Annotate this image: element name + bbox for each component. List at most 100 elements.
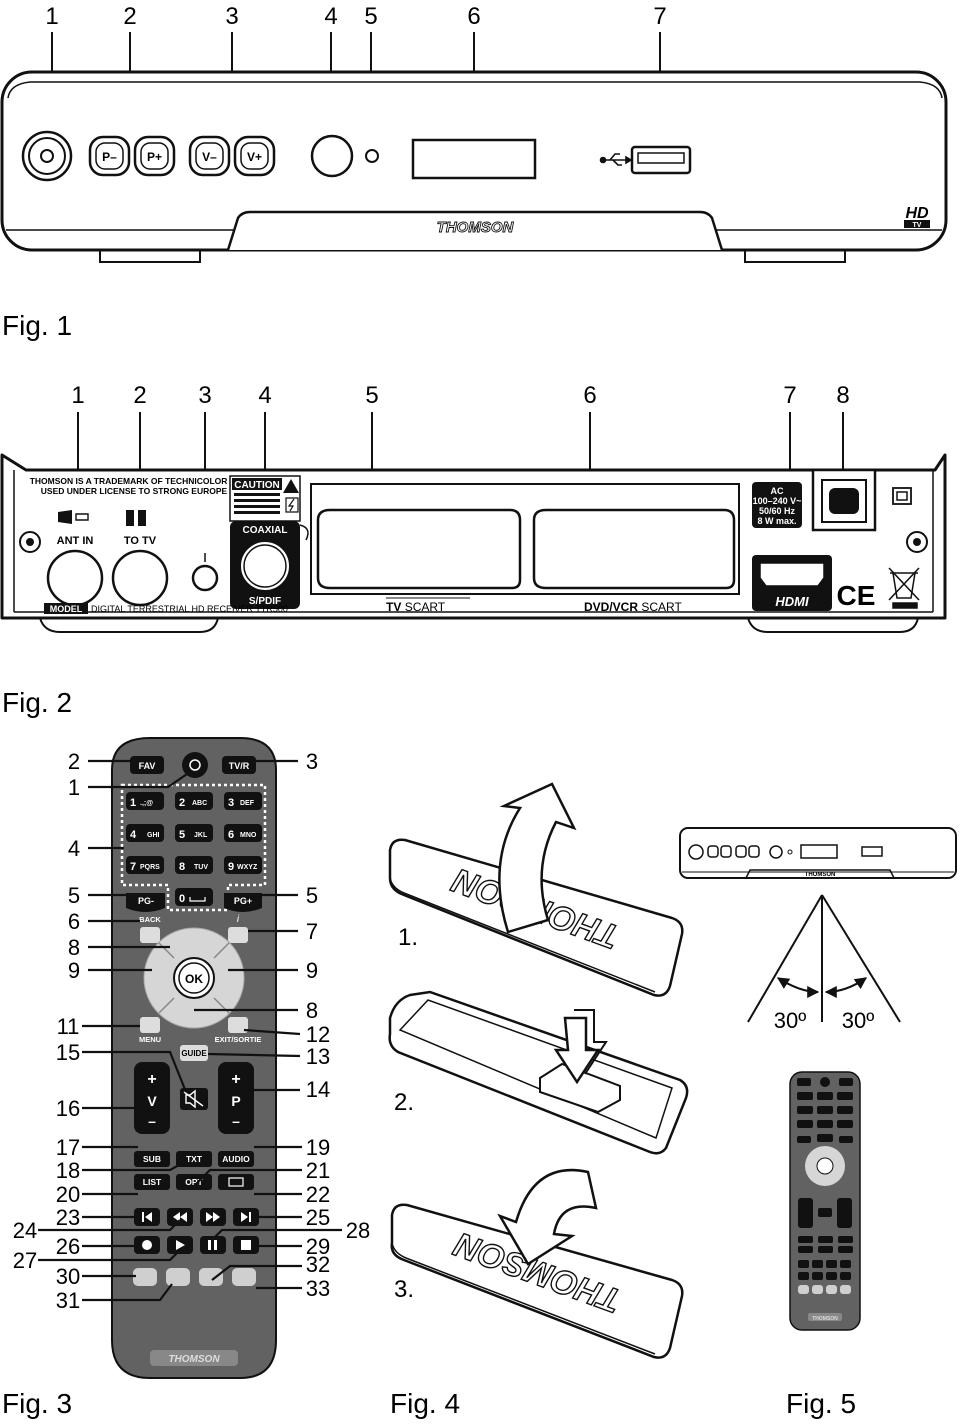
remote-key-4-sub: GHI bbox=[147, 832, 160, 839]
fig1-callout: 6 bbox=[467, 3, 480, 30]
fig2-caption: Fig. 2 bbox=[2, 687, 72, 718]
ac-line4: 8 W max. bbox=[757, 516, 796, 526]
record-icon bbox=[142, 1240, 152, 1250]
fig4-caption: Fig. 4 bbox=[390, 1388, 460, 1419]
hdmi-logo: HDMI bbox=[775, 594, 809, 609]
fig3-callout: 31 bbox=[56, 1288, 80, 1313]
ir-sensor bbox=[310, 134, 354, 178]
fig3-callout: 5 bbox=[68, 883, 80, 908]
remote-key-3: 3 bbox=[228, 797, 234, 809]
fig2-callout: 7 bbox=[783, 382, 796, 409]
fig3-callout: 9 bbox=[68, 958, 80, 983]
hd-badge: HD bbox=[905, 205, 929, 222]
fig3-callout: 8 bbox=[306, 998, 318, 1023]
fig3-callout: 15 bbox=[56, 1040, 80, 1065]
dvd-scart-socket bbox=[532, 508, 736, 590]
remote-key-fav: FAV bbox=[139, 761, 156, 771]
remote-key-3-sub: DEF bbox=[240, 800, 255, 807]
remote-key-exit: EXIT/SORTIE bbox=[215, 1035, 262, 1044]
fig3-callout: 8 bbox=[68, 935, 80, 960]
fig1-front-panel: 1 2 3 4 5 6 7 THOMSON bbox=[0, 3, 948, 263]
fig5-remote-brand: THOMSON bbox=[812, 1316, 838, 1322]
play-icon bbox=[176, 1240, 185, 1250]
fig4-step3: 3. bbox=[394, 1276, 414, 1303]
ac-line3: 50/60 Hz bbox=[759, 506, 796, 516]
warning-triangle-icon bbox=[283, 479, 299, 493]
remote-key-tvr: TV/R bbox=[229, 761, 250, 771]
fig5-remote-angle: THOMSON 30º 30º bbox=[679, 827, 957, 1331]
caution-title: CAUTION bbox=[234, 480, 280, 491]
fig3-callout: 7 bbox=[306, 919, 318, 944]
coaxial-label: COAXIAL bbox=[243, 525, 288, 536]
fig3-callout: 6 bbox=[68, 909, 80, 934]
front-display bbox=[411, 138, 537, 180]
front-button-label: P– bbox=[102, 150, 117, 164]
fast-forward-icon bbox=[206, 1212, 220, 1222]
tv-scart-socket bbox=[316, 508, 522, 590]
remote-key-pg-plus: PG+ bbox=[234, 896, 252, 906]
remote-key-txt: TXT bbox=[186, 1154, 203, 1164]
fig3-callout: 26 bbox=[56, 1234, 80, 1259]
remote-key-v-label: V bbox=[147, 1093, 157, 1109]
remote-key-6-sub: MNO bbox=[240, 832, 257, 839]
fig3-callout: 21 bbox=[306, 1158, 330, 1183]
remote-key-0: 0 bbox=[179, 893, 185, 905]
remote-key-8: 8 bbox=[179, 861, 185, 873]
fig3-callout: 1 bbox=[68, 775, 80, 800]
fig3-callout: 16 bbox=[56, 1096, 80, 1121]
fig2-callout: 2 bbox=[133, 382, 146, 409]
fig1-callout: 1 bbox=[45, 3, 58, 30]
remote-key-9-sub: WXYZ bbox=[237, 864, 258, 871]
remote-key-6: 6 bbox=[228, 829, 234, 841]
fig1-callout: 2 bbox=[123, 3, 136, 30]
skip-forward-icon bbox=[241, 1212, 251, 1222]
remote-key-1-sub: .,;@ bbox=[140, 800, 153, 807]
remote-key-2: 2 bbox=[179, 797, 185, 809]
fig4-step1: 1. bbox=[398, 924, 418, 951]
fig3-caption: Fig. 3 bbox=[2, 1388, 72, 1419]
usb-icon bbox=[599, 153, 633, 166]
spdif-label: S/PDIF bbox=[249, 596, 281, 607]
stop-icon bbox=[241, 1240, 251, 1250]
fig4-flap-steps: THOMSON 1. 2. THOMSON 3. bbox=[388, 782, 689, 1359]
skip-back-icon bbox=[142, 1212, 152, 1222]
weee-bin-icon bbox=[888, 567, 920, 609]
remote-key-7-sub: PQRS bbox=[140, 864, 160, 871]
fig2-callout: 3 bbox=[198, 382, 211, 409]
remote-key-pg-minus: PG- bbox=[138, 896, 154, 906]
fig3-callout: 27 bbox=[13, 1248, 37, 1273]
model-text: DIGITAL TERRESTRIAL HD RECEIVER TTR500 bbox=[91, 604, 288, 614]
fig3-callout: 17 bbox=[56, 1135, 80, 1160]
ac-line2: 100–240 V~ bbox=[753, 496, 802, 506]
remote-key-2-sub: ABC bbox=[192, 800, 207, 807]
press-down-arrow-icon bbox=[553, 1016, 601, 1085]
tv-scart-label: TV SCART bbox=[386, 600, 446, 614]
rewind-icon bbox=[173, 1212, 187, 1222]
fig3-callout: 4 bbox=[68, 836, 80, 861]
fig1-callout: 5 bbox=[364, 3, 377, 30]
fig2-callout: 8 bbox=[836, 382, 849, 409]
fig1-callout: 3 bbox=[225, 3, 238, 30]
pause-icon bbox=[208, 1240, 217, 1250]
led-indicator bbox=[365, 149, 379, 163]
fig1-callout: 4 bbox=[324, 3, 337, 30]
dvd-scart-label: DVD/VCR SCART bbox=[584, 600, 682, 614]
remote-brand: THOMSON bbox=[168, 1354, 220, 1365]
fig3-callout: 23 bbox=[56, 1205, 80, 1230]
remote-key-v-plus: + bbox=[147, 1071, 156, 1088]
antenna-in-icon bbox=[58, 510, 89, 524]
fig3-callout: 11 bbox=[57, 1014, 80, 1039]
fig3-callout: 29 bbox=[306, 1234, 330, 1259]
angle-right-label: 30º bbox=[842, 1008, 875, 1033]
fig5-brand: THOMSON bbox=[805, 872, 836, 878]
fig2-callout: 5 bbox=[365, 382, 378, 409]
hdmi-port bbox=[759, 562, 825, 587]
to-tv-label: TO TV bbox=[124, 535, 157, 547]
fig4-step2: 2. bbox=[394, 1089, 414, 1116]
remote-key-1: 1 bbox=[130, 797, 136, 809]
subtitle-icon bbox=[228, 1177, 244, 1187]
fig3-callout: 9 bbox=[306, 958, 318, 983]
fig3-callout: 2 bbox=[68, 749, 80, 774]
remote-key-guide: GUIDE bbox=[181, 1049, 207, 1058]
